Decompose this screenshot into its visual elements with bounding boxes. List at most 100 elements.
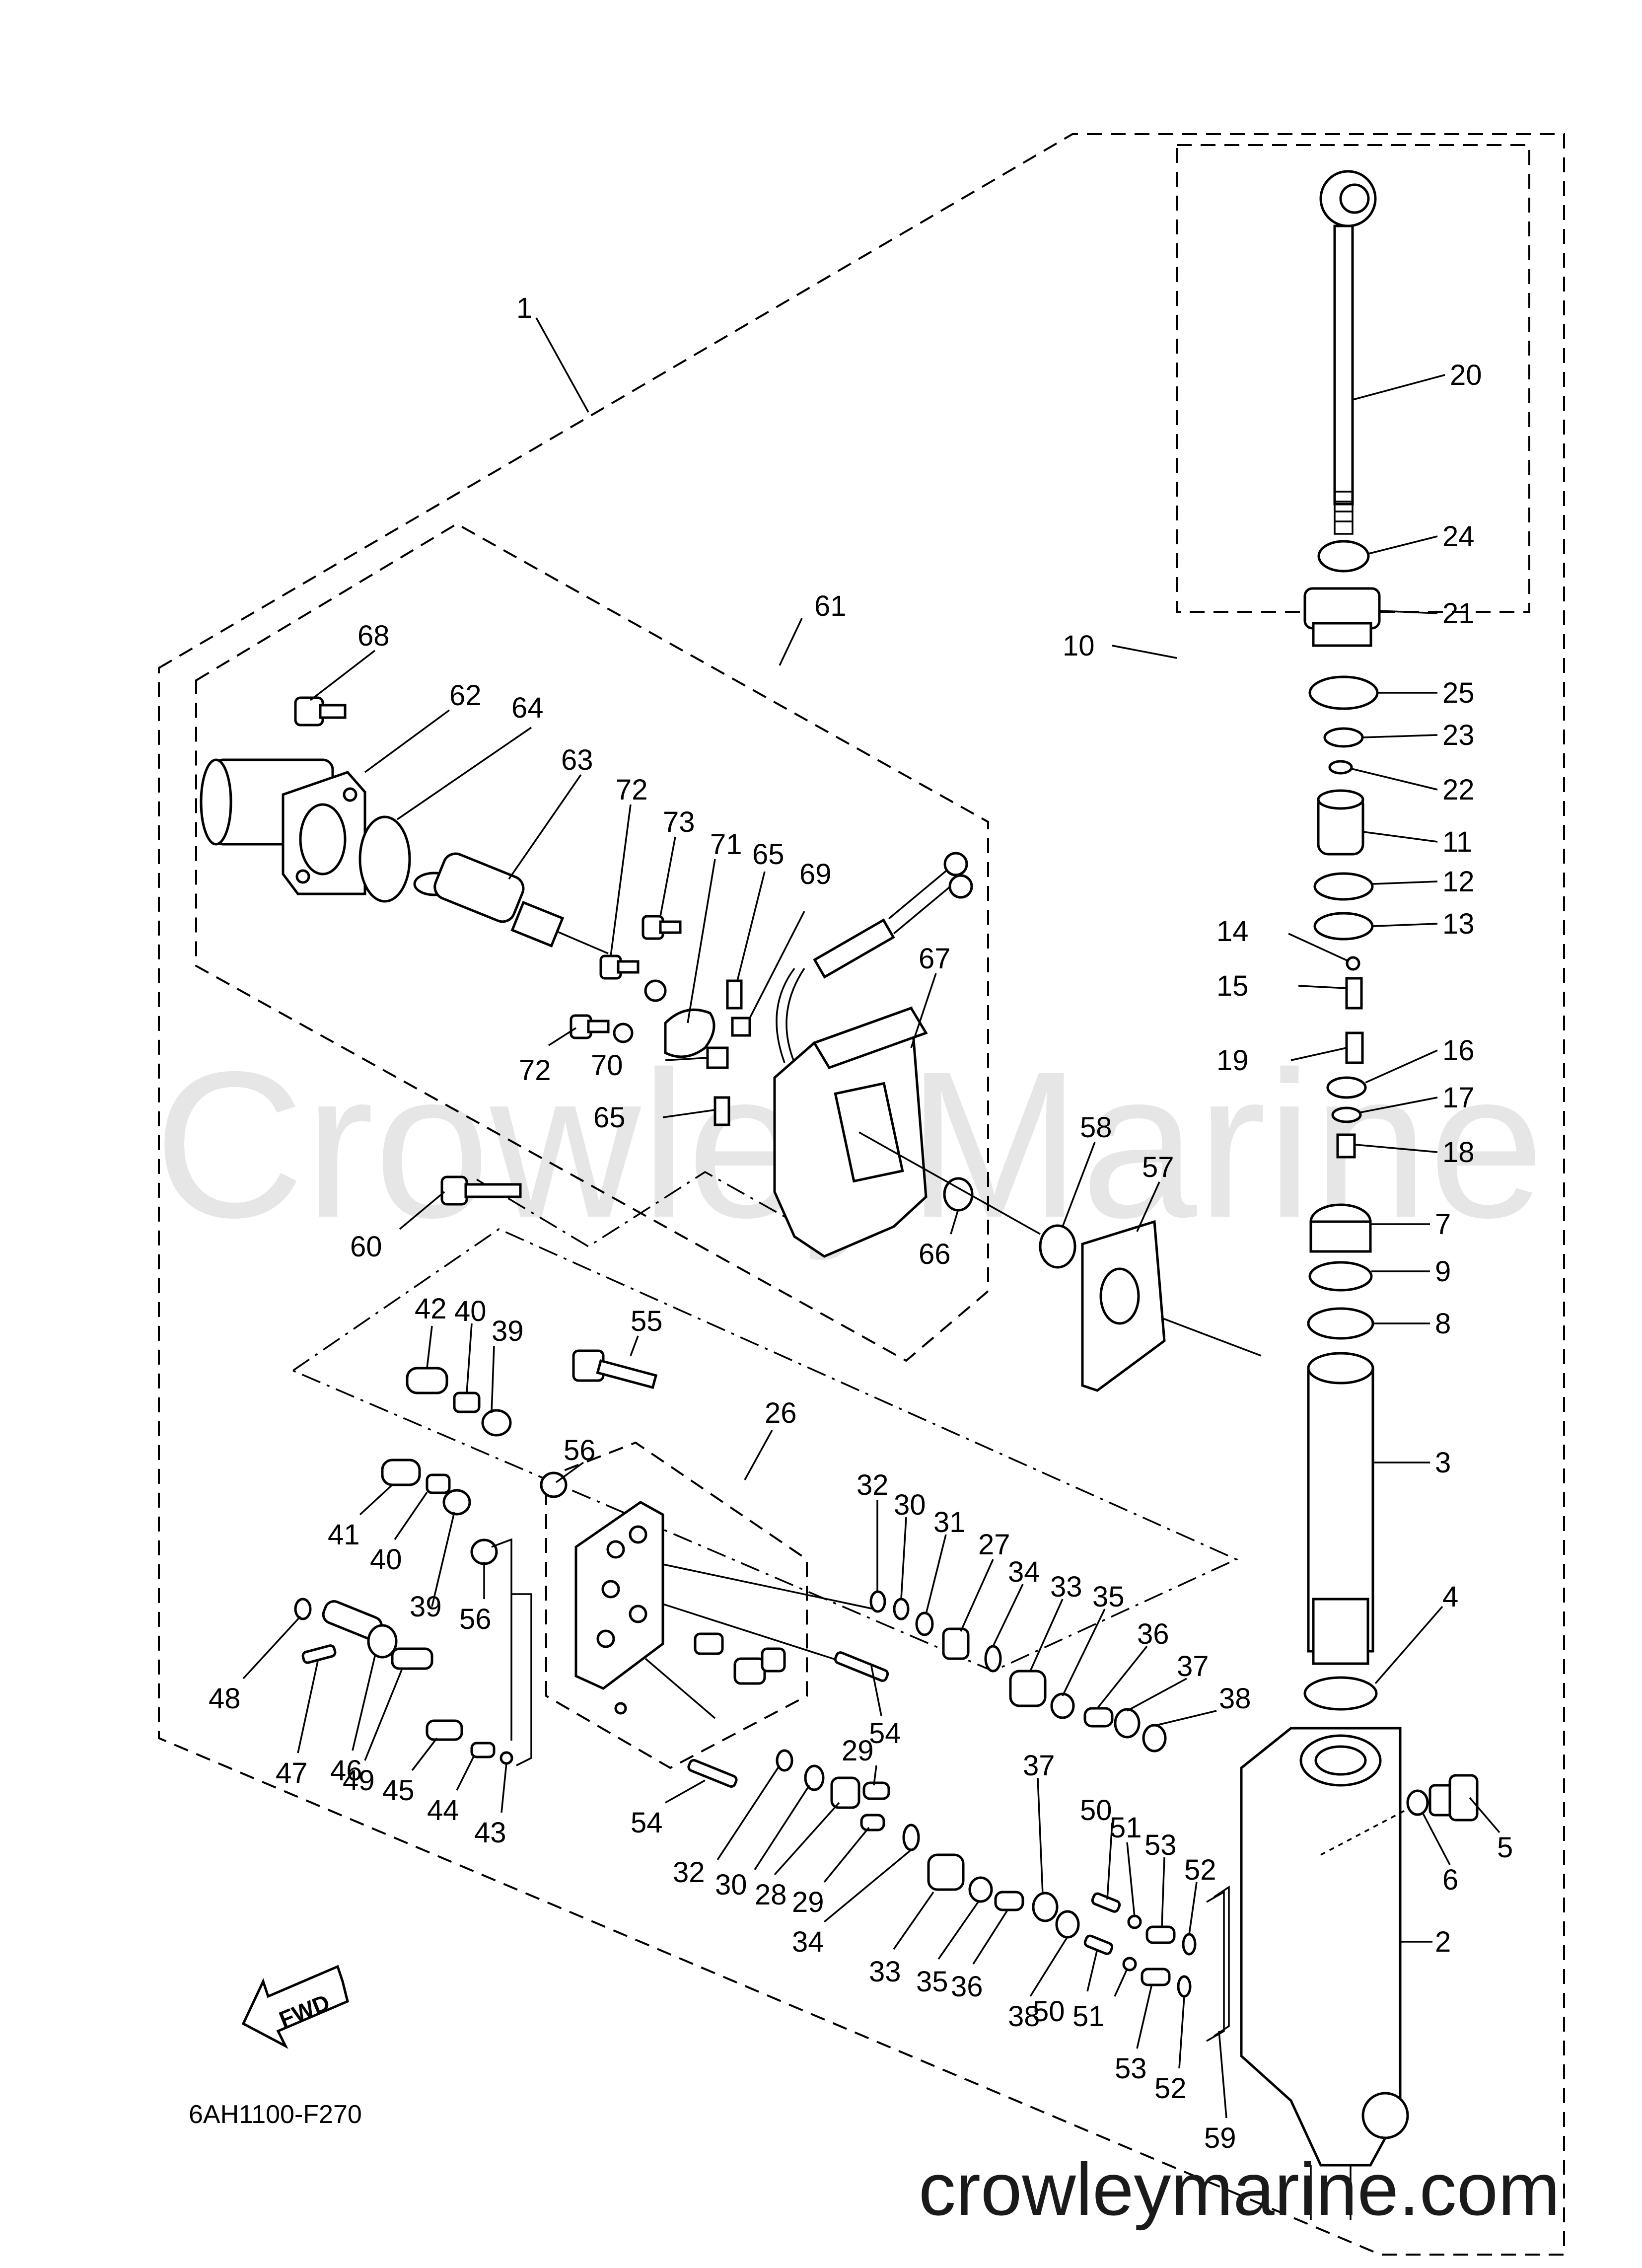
part-54-pin-upper xyxy=(834,1651,889,1682)
left-guide-bracket-2 xyxy=(491,1538,512,1741)
callout-45: 45 xyxy=(382,1774,415,1807)
part-35-seal-lower xyxy=(968,1876,993,1903)
part-30-washer-upper xyxy=(893,1598,910,1620)
callout-20: 20 xyxy=(1450,359,1482,391)
part-4-o-ring xyxy=(1303,1676,1378,1711)
callout-50a: 50 xyxy=(1080,1794,1112,1827)
callout-19: 19 xyxy=(1216,1044,1249,1077)
part-58-o-ring xyxy=(1039,1224,1076,1269)
callout-56a: 56 xyxy=(564,1434,596,1466)
callout-36b: 36 xyxy=(951,1971,983,2003)
callout-1: 1 xyxy=(516,292,532,324)
part-32-clip-upper xyxy=(869,1590,886,1613)
left-guide-bracket xyxy=(511,1593,532,1766)
part-55-bolt xyxy=(572,1349,658,1389)
part-53-spring-lower xyxy=(1141,1968,1171,1986)
callout-57: 57 xyxy=(1142,1151,1174,1183)
part-60-bolt xyxy=(440,1175,522,1206)
callout-70: 70 xyxy=(591,1049,623,1082)
callout-68: 68 xyxy=(357,620,390,652)
callout-52a: 52 xyxy=(1184,1854,1216,1886)
assembly-61-boundary xyxy=(195,522,989,1362)
part-34-o-ring-lower xyxy=(902,1824,920,1851)
part-43-ball xyxy=(500,1751,513,1765)
callout-41: 41 xyxy=(328,1519,360,1551)
part-64-o-ring xyxy=(358,815,411,903)
site-text: crowleymarine.com xyxy=(919,2147,1560,2231)
part-35-seal-upper xyxy=(1050,1692,1075,1719)
callout-11: 11 xyxy=(1442,826,1472,858)
callout-56b: 56 xyxy=(459,1603,492,1635)
part-50-pin-upper xyxy=(1091,1892,1121,1913)
part-15-pin xyxy=(1345,977,1363,1010)
callout-4: 4 xyxy=(1442,1581,1458,1613)
part-65-spring-upper xyxy=(726,979,743,1010)
part-54-pin-lower xyxy=(687,1758,738,1788)
part-26-valve-body xyxy=(574,1501,664,1715)
callout-63: 63 xyxy=(561,744,593,776)
part-38-cap-lower xyxy=(1055,1910,1080,1939)
part-40-valve-lower xyxy=(426,1473,451,1494)
part-17-o-ring xyxy=(1331,1106,1362,1123)
callout-7: 7 xyxy=(1435,1208,1451,1241)
callout-5: 5 xyxy=(1497,1831,1513,1864)
part-41-spring xyxy=(381,1459,421,1486)
part-28-piston xyxy=(830,1776,860,1809)
callout-37a: 37 xyxy=(1177,1650,1209,1683)
shaft-guide-lower xyxy=(662,1603,864,1670)
callout-3: 3 xyxy=(1435,1447,1451,1479)
callout-62: 62 xyxy=(449,679,482,712)
callout-49: 49 xyxy=(343,1764,375,1797)
part-57-gasket xyxy=(1081,1220,1166,1392)
callout-25: 25 xyxy=(1442,677,1475,709)
callout-67: 67 xyxy=(919,943,951,975)
callout-labels: 1 2 3 4 5 6 7 8 9 10 11 12 13 14 15 16 1… xyxy=(209,292,1513,2154)
callout-32b: 32 xyxy=(673,1856,705,1889)
callout-24: 24 xyxy=(1442,520,1475,553)
part-40-valve xyxy=(453,1391,481,1413)
callout-47: 47 xyxy=(276,1757,308,1789)
callout-14: 14 xyxy=(1216,915,1249,948)
part-8-o-ring xyxy=(1307,1307,1374,1340)
part-29-spring-lower xyxy=(860,1814,885,1831)
callout-15: 15 xyxy=(1216,970,1249,1002)
part-3-cylinder xyxy=(1307,1352,1374,1665)
callout-37b: 37 xyxy=(1023,1750,1055,1782)
callout-51a: 51 xyxy=(1110,1812,1142,1844)
part-63-armature xyxy=(413,852,609,954)
callout-33b: 33 xyxy=(869,1956,901,1988)
callout-72b: 72 xyxy=(519,1054,551,1087)
part-42-spring xyxy=(406,1367,448,1394)
callout-54a: 54 xyxy=(869,1717,901,1750)
part-53-spring-upper xyxy=(1145,1925,1176,1944)
part-39-seal xyxy=(481,1409,512,1437)
callout-51b: 51 xyxy=(1072,2000,1105,2033)
part-16-washer xyxy=(1326,1076,1367,1099)
callout-18: 18 xyxy=(1442,1136,1475,1169)
callout-10: 10 xyxy=(1063,630,1095,662)
part-9-seal xyxy=(1308,1261,1373,1292)
callout-39b: 39 xyxy=(410,1591,442,1623)
callout-69: 69 xyxy=(799,858,832,890)
callout-26: 26 xyxy=(765,1397,797,1429)
seal-guide-line xyxy=(858,1131,1041,1235)
part-52-o-ring-upper xyxy=(1182,1933,1197,1956)
assembly-10-boundary xyxy=(1176,144,1530,613)
callout-42: 42 xyxy=(415,1293,447,1325)
part-19-spring xyxy=(1345,1031,1364,1064)
callout-8: 8 xyxy=(1435,1308,1451,1340)
part-69-brush xyxy=(731,1017,751,1037)
part-65-spring-lower xyxy=(714,1096,730,1126)
tilt-rod-20 xyxy=(1319,170,1377,535)
part-46-valve xyxy=(322,1600,398,1659)
part-6-o-ring xyxy=(1406,1789,1429,1816)
callout-38b: 38 xyxy=(1008,2000,1040,2033)
part-27-spool xyxy=(942,1627,970,1660)
part-62-motor-yoke xyxy=(200,758,366,895)
callout-71: 71 xyxy=(710,828,742,861)
part-12-o-ring xyxy=(1313,872,1374,901)
part-31-o-ring xyxy=(915,1611,934,1636)
part-drive-gears xyxy=(694,1632,786,1685)
callout-12: 12 xyxy=(1442,866,1475,898)
